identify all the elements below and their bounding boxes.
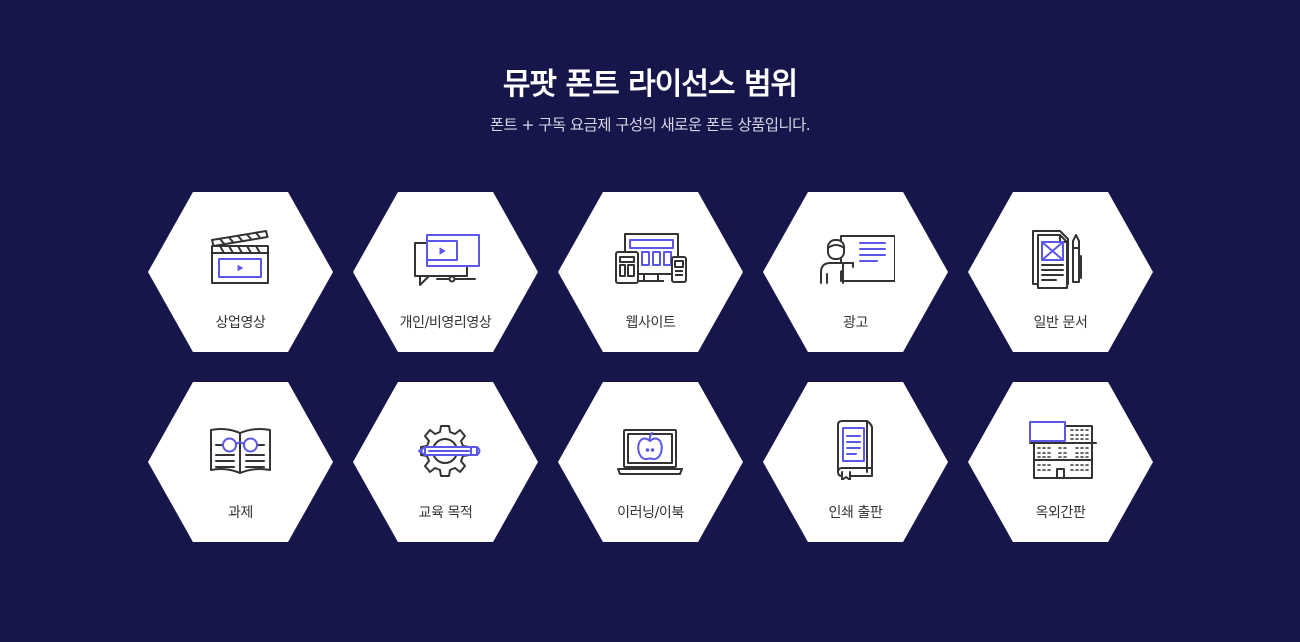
license-label: 개인/비영리영상 [399, 315, 492, 331]
building-billboard-icon [1020, 416, 1100, 480]
page-subtitle: 폰트 + 구독 요금제 구성의 새로운 폰트 상품입니다. [489, 116, 811, 134]
license-item-website: 웹사이트 [558, 192, 743, 352]
license-label: 상업영상 [215, 315, 266, 331]
license-label: 과제 [228, 505, 253, 521]
document-pen-icon [1020, 226, 1100, 290]
video-presentation-icon [405, 226, 485, 290]
license-label: 일반 문서 [1033, 315, 1088, 331]
license-item-education: 교육 목적 [353, 382, 538, 542]
open-book-glasses-icon [200, 416, 280, 480]
license-item-commercial-video: 상업영상 [148, 192, 333, 352]
license-label: 옥외간판 [1035, 505, 1086, 521]
license-item-elearning-ebook: 이러닝/이북 [558, 382, 743, 542]
license-item-assignment: 과제 [148, 382, 333, 542]
clapperboard-icon [200, 226, 280, 290]
license-item-print-publishing: 인쇄 출판 [763, 382, 948, 542]
license-label: 교육 목적 [418, 505, 473, 521]
page-title: 뮤팟 폰트 라이선스 범위 [502, 67, 798, 102]
license-item-advertisement: 광고 [763, 192, 948, 352]
license-label: 인쇄 출판 [828, 505, 883, 521]
responsive-devices-icon [610, 226, 690, 290]
license-label: 광고 [843, 315, 868, 331]
printed-book-icon [815, 416, 895, 480]
gear-pencil-icon [405, 416, 485, 480]
license-label: 웹사이트 [625, 315, 676, 331]
presenter-board-icon [815, 226, 895, 290]
license-label: 이러닝/이북 [617, 505, 684, 521]
laptop-apple-icon [610, 416, 690, 480]
license-item-personal-video: 개인/비영리영상 [353, 192, 538, 352]
license-item-general-document: 일반 문서 [968, 192, 1153, 352]
license-item-outdoor-signage: 옥외간판 [968, 382, 1153, 542]
